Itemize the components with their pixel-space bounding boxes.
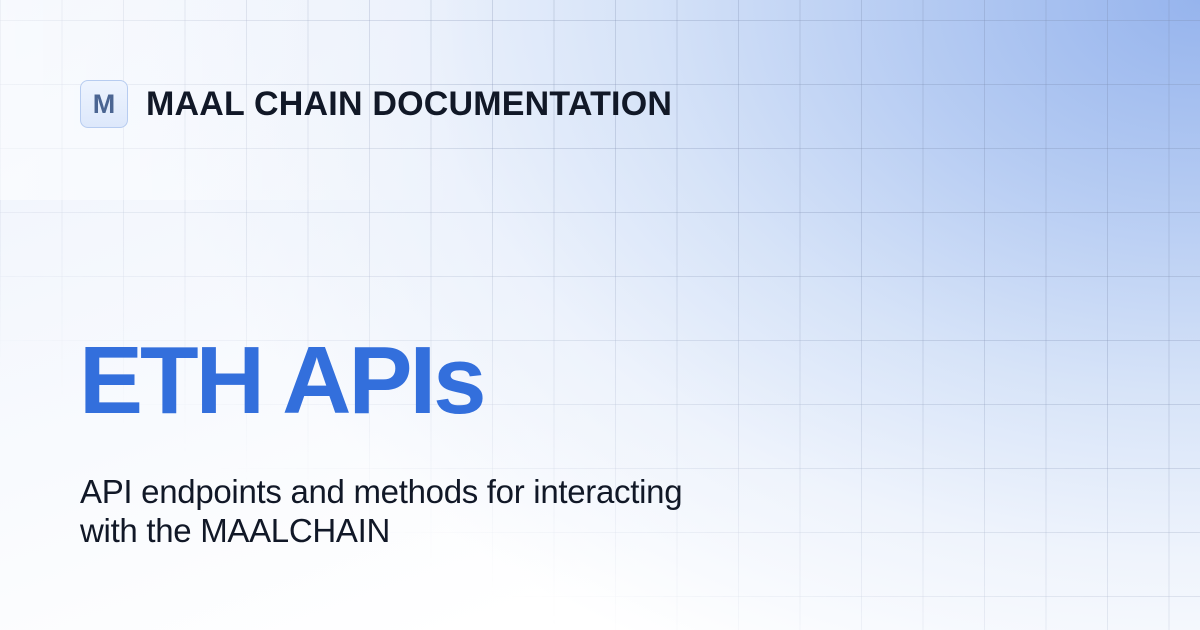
maal-logo-icon: M [80,80,128,128]
page-description-line-1: API endpoints and methods for interactin… [80,473,683,510]
page-title: ETH APIs [79,327,487,434]
logo-letter: M [92,89,116,119]
site-name: MAAL CHAIN DOCUMENTATION [146,85,673,123]
page-description: API endpoints and methods for interactin… [80,472,840,550]
page-description-line-2: with the MAALCHAIN [80,512,391,549]
brand-header: M MAAL CHAIN DOCUMENTATION [80,80,672,128]
